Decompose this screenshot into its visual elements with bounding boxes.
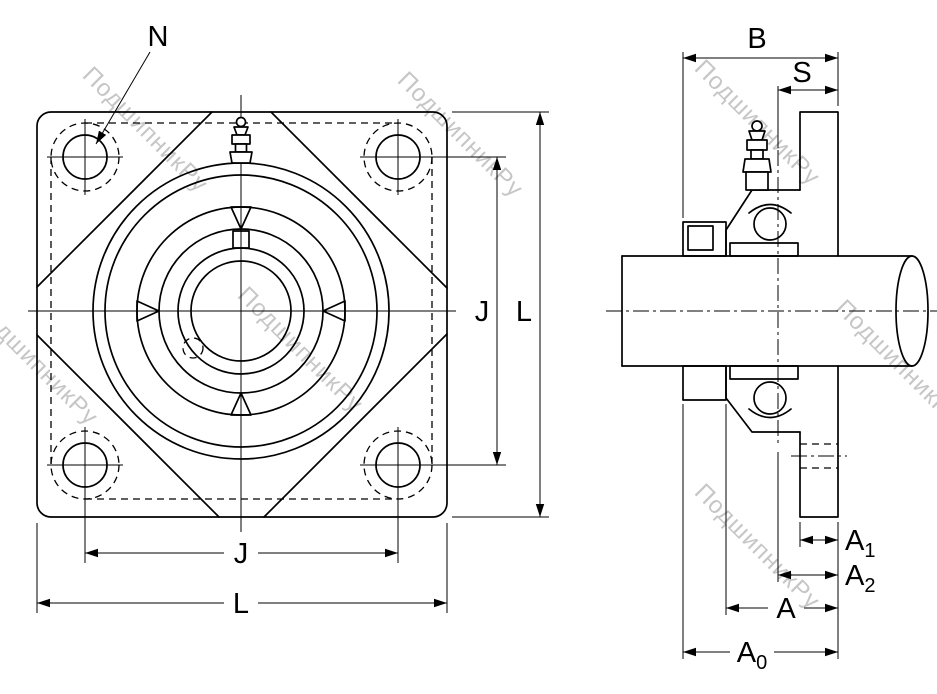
cast-mark-left (136, 300, 160, 322)
dim-label-b: B (747, 23, 766, 55)
grease-fitting-ball (751, 120, 763, 132)
grease-fitting-shank (750, 149, 764, 160)
grease-fitting-shank (234, 143, 248, 153)
grease-fitting-hex (746, 139, 768, 151)
dim-label-n: N (148, 21, 169, 53)
cast-mark-bottom (230, 392, 252, 416)
locking-collar-top (682, 221, 727, 257)
locking-collar-bottom (682, 365, 727, 401)
bearing-section (682, 203, 799, 419)
leader-n (95, 51, 151, 145)
flange-square-outline (36, 111, 448, 518)
grease-fitting-base (229, 151, 253, 164)
dim-label-s: S (792, 57, 811, 89)
ball-top (753, 207, 787, 241)
housing-boss-circle (104, 174, 378, 448)
side-view: B S A1 A2 A A0 (606, 23, 937, 674)
flange-outline-top (799, 111, 839, 257)
dim-label-a0: A0 (737, 637, 767, 674)
inner-ring-bottom (729, 365, 799, 380)
watermark-text: ПодшипникРу (392, 66, 528, 202)
set-screw-hidden-circle (182, 337, 204, 359)
side-dimensions: B S A1 A2 A A0 (682, 23, 875, 674)
dim-label-a: A (776, 593, 796, 625)
front-dimensions: N J L J L (36, 21, 549, 620)
corner-chamfer-bottom-left (36, 334, 220, 518)
dim-label-l-horizontal: L (233, 588, 249, 620)
boss-outline-top (725, 189, 801, 257)
grease-fitting-ball (235, 116, 247, 128)
raceway-arc-top (748, 203, 792, 214)
dim-label-a1: A1 (845, 525, 875, 562)
bolt-hole-top-right (360, 119, 436, 195)
dim-label-l-vertical: L (516, 296, 532, 328)
set-screw (687, 225, 714, 251)
inner-ring-top (729, 242, 799, 257)
grease-fitting-cone (748, 130, 766, 141)
grease-fitting-front (229, 116, 253, 164)
cast-mark-top (230, 206, 252, 230)
watermark-text: ПодшипникРу (689, 478, 825, 614)
bolt-hole-bottom-left (47, 427, 123, 503)
dim-label-j-vertical: J (475, 296, 490, 328)
corner-chamfer-top-left (36, 111, 213, 288)
raceway-arc-bottom (748, 408, 792, 419)
corner-chamfer-top-right (270, 111, 448, 289)
grease-fitting-side (742, 120, 772, 191)
bolt-hole-top-left (47, 119, 123, 195)
bolt-hole-bottom-right (360, 427, 436, 503)
grease-fitting-base (745, 171, 769, 191)
grease-fitting-nut (742, 158, 772, 173)
watermark-text: ПодшипникРу (830, 294, 937, 430)
grease-fitting-cone (233, 126, 249, 136)
shaft-right-end (895, 255, 929, 367)
dim-label-j-horizontal: J (234, 538, 249, 570)
flange-outline-bottom (799, 365, 839, 518)
grease-fitting-hex (231, 134, 251, 145)
watermark-text: ПодшипникРу (0, 294, 104, 430)
boss-outline-bottom (725, 365, 801, 433)
front-view: N J L J L (28, 21, 549, 620)
ball-bottom (753, 381, 787, 415)
housing-section (725, 111, 847, 518)
cast-mark-right (322, 300, 346, 322)
grease-passage (232, 230, 250, 249)
shaft-bore-circle (190, 260, 292, 362)
watermark-text: ПодшипникРу (77, 61, 213, 197)
corner-chamfer-bottom-right (263, 333, 448, 518)
dim-label-a2: A2 (845, 560, 875, 597)
